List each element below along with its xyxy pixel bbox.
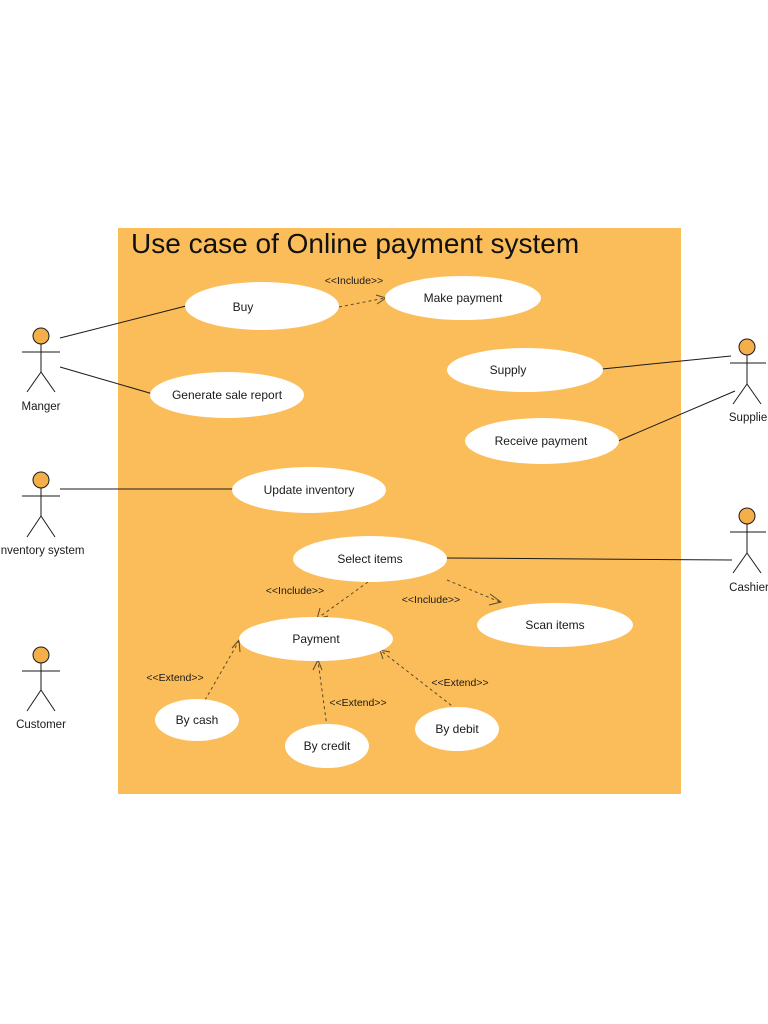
use-case-supply: Supply: [447, 348, 603, 392]
use-case-buy: Buy: [185, 282, 339, 330]
use-case-make-payment-label: Make payment: [424, 291, 503, 305]
assoc-supplier-supply: [601, 355, 732, 370]
actor-customer-leg-right: [40, 689, 56, 712]
assoc-cashier-select: [446, 557, 733, 561]
use-case-buy-shape: [185, 282, 339, 330]
use-case-update-inventory: Update inventory: [232, 467, 386, 513]
assoc-supplier-receive: [617, 390, 736, 442]
use-case-scan-items: Scan items: [477, 603, 633, 647]
use-case-make-payment: Make payment: [385, 276, 541, 320]
use-case-by-debit: By debit: [415, 707, 499, 751]
dep-cash-payment-arrowhead: [231, 638, 241, 653]
use-case-by-cash: By cash: [155, 699, 239, 741]
actor-inventory-system-leg-left: [26, 515, 42, 538]
actor-manager: Manger: [22, 327, 61, 413]
dep-debit-payment: [379, 649, 457, 710]
use-case-by-debit-shape: [415, 707, 499, 751]
actor-customer-leg-left: [26, 689, 42, 712]
actor-supplier-leg-right: [746, 383, 762, 405]
actor-cashier: Cashier: [729, 507, 768, 594]
use-case-supply-label: Supply: [490, 363, 527, 377]
use-case-by-debit-label: By debit: [435, 722, 479, 736]
dep-buy-makepayment: [338, 297, 386, 308]
include-label-select-payment: <<Include>>: [266, 585, 324, 597]
extend-label-cash: <<Extend>>: [146, 672, 203, 684]
actor-supplier-label: Supplier: [729, 412, 768, 424]
use-case-supply-shape: [447, 348, 603, 392]
extend-label-debit: <<Extend>>: [431, 677, 488, 689]
use-case-receive-payment-label: Receive payment: [495, 434, 588, 448]
use-case-payment-shape: [239, 617, 393, 661]
actor-customer-label: Customer: [16, 719, 66, 731]
use-case-select-items-shape: [293, 536, 447, 582]
actor-supplier-leg-left: [732, 383, 748, 405]
use-case-receive-payment: Receive payment: [465, 418, 619, 464]
use-case-update-inventory-shape: [232, 467, 386, 513]
use-case-by-credit-label: By credit: [304, 739, 351, 753]
use-case-by-credit: By credit: [285, 724, 369, 768]
dep-select-payment: [317, 581, 369, 619]
dep-credit-payment: [317, 660, 328, 728]
use-case-buy-label: Buy: [233, 300, 254, 314]
use-case-receive-payment-shape: [465, 418, 619, 464]
use-case-payment-label: Payment: [292, 632, 340, 646]
actor-cashier-leg-left: [732, 552, 748, 574]
actor-manager-leg-left: [26, 371, 42, 393]
use-case-generate-sale-report: Generate sale report: [150, 372, 304, 418]
use-case-scan-items-shape: [477, 603, 633, 647]
extend-label-credit: <<Extend>>: [329, 697, 386, 709]
actor-manager-label: Manger: [22, 401, 61, 413]
use-case-by-cash-label: By cash: [176, 713, 219, 727]
actor-supplier-head: [738, 338, 756, 356]
use-case-by-credit-shape: [285, 724, 369, 768]
actor-inventory-system-head: [32, 471, 50, 489]
use-case-scan-items-label: Scan items: [525, 618, 584, 632]
diagram-title: Use case of Online payment system: [131, 228, 579, 259]
actor-inventory-system-leg-right: [40, 515, 56, 538]
actor-customer: Customer: [16, 646, 66, 731]
use-case-select-items-label: Select items: [337, 552, 402, 566]
use-case-generate-sale-report-label: Generate sale report: [172, 388, 283, 402]
actor-inventory-system-label: Inventory system: [0, 545, 84, 557]
dep-select-scan-arrowhead: [488, 593, 503, 606]
use-case-payment: Payment: [239, 617, 393, 661]
actor-cashier-label: Cashier: [729, 582, 768, 594]
actor-manager-head: [32, 327, 50, 345]
use-case-by-cash-shape: [155, 699, 239, 741]
dep-cash-payment: [204, 640, 240, 701]
actor-cashier-head: [738, 507, 756, 525]
actor-manager-leg-right: [40, 371, 56, 393]
actor-cashier-leg-right: [746, 552, 762, 574]
assoc-manager-report: [59, 366, 154, 395]
actor-inventory-system: Inventory system: [0, 471, 84, 557]
include-label-select-scan: <<Include>>: [402, 594, 460, 606]
use-case-generate-sale-report-shape: [150, 372, 304, 418]
use-case-select-items: Select items: [293, 536, 447, 582]
actor-customer-head: [32, 646, 50, 664]
actor-supplier: Supplier: [729, 338, 768, 424]
include-label-buy: <<Include>>: [325, 275, 383, 287]
use-case-make-payment-shape: [385, 276, 541, 320]
assoc-manager-buy: [59, 305, 187, 339]
use-case-update-inventory-label: Update inventory: [264, 483, 355, 497]
